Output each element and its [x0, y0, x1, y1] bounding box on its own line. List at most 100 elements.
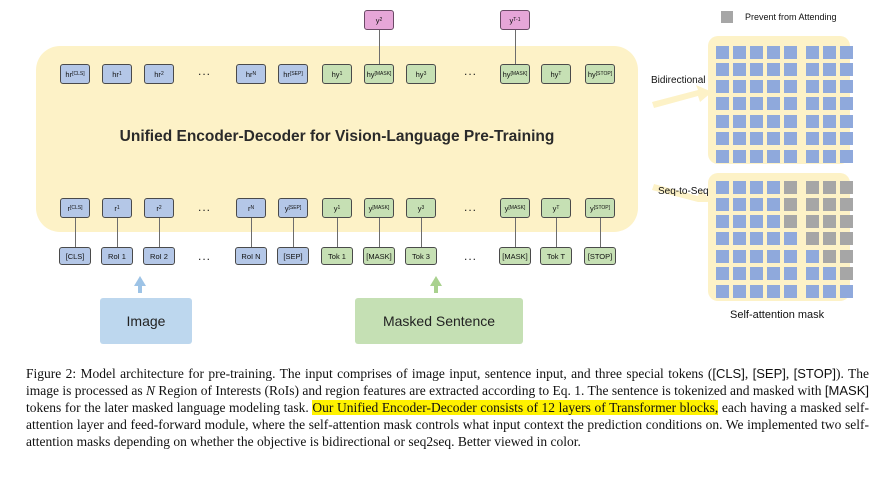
token-subscript: [MASK]: [508, 205, 526, 211]
seq2seq-mask-cell: [806, 285, 819, 298]
bidirectional-mask-cell: [784, 97, 797, 110]
bidirectional-mask-cell: [716, 150, 729, 163]
input-connector: [379, 218, 380, 247]
legend-gray-swatch: [721, 11, 733, 23]
input-connector: [159, 218, 160, 247]
token-subscript: 1: [118, 71, 122, 77]
seq2seq-mask-cell: [840, 181, 853, 194]
input-token: RoI 1: [101, 247, 133, 265]
legend-label: Prevent from Attending: [745, 12, 837, 22]
input-connector: [251, 218, 252, 247]
seq2seq-mask-cell: [716, 267, 729, 280]
token-main: y: [589, 203, 594, 213]
bidirectional-mask-cell: [750, 80, 763, 93]
token-main: r: [156, 203, 159, 213]
input-connector: [337, 218, 338, 247]
input-token: Tok 3: [405, 247, 437, 265]
output-connector: [379, 30, 380, 64]
input-connector: [117, 218, 118, 247]
token-subscript: [CLS]: [69, 205, 83, 211]
seq2seq-mask-cell: [767, 285, 780, 298]
bidirectional-mask-cell: [806, 150, 819, 163]
token-main: hr: [112, 69, 119, 79]
seq2seq-arrow-icon: [652, 184, 712, 202]
figure-caption: Figure 2: Model architecture for pre-tra…: [26, 365, 869, 450]
image-up-arrow-icon: [134, 276, 146, 286]
hidden-token: hy[STOP]: [585, 64, 615, 84]
bidirectional-mask-cell: [716, 97, 729, 110]
token-subscript: [SEP]: [289, 71, 303, 77]
mask-caption: Self-attention mask: [730, 309, 825, 321]
token-main: hy: [331, 69, 340, 79]
seq2seq-mask-cell: [840, 198, 853, 211]
caption-highlight: Our Unified Encoder-Decoder consists of …: [312, 400, 719, 415]
input-token: RoI N: [235, 247, 267, 265]
seq2seq-mask-cell: [840, 285, 853, 298]
seq2seq-mask-cell: [750, 285, 763, 298]
seq2seq-mask-cell: [767, 215, 780, 228]
caption-token-mask: [MASK]: [824, 383, 869, 398]
token-main: hy: [366, 69, 375, 79]
input-connector: [421, 218, 422, 247]
seq2seq-mask-cell: [840, 215, 853, 228]
ellipsis: ...: [464, 249, 478, 263]
token-subscript: T: [558, 71, 562, 77]
token-subscript: [MASK]: [374, 71, 392, 77]
token-main: hy: [415, 69, 424, 79]
caption-text: tokens for the later masked language mod…: [26, 400, 313, 415]
hidden-token: hy[MASK]: [364, 64, 394, 84]
seq2seq-mask-cell: [767, 198, 780, 211]
ellipsis: ...: [464, 200, 478, 214]
token-main: hr: [283, 69, 290, 79]
token-main: y: [333, 203, 338, 213]
caption-token-cls: [CLS]: [712, 366, 745, 381]
token-subscript: N: [252, 71, 257, 77]
seq2seq-mask-cell: [823, 267, 836, 280]
input-connector: [75, 218, 76, 247]
bidirectional-mask-cell: [750, 132, 763, 145]
embedding-token: y[MASK]: [500, 198, 530, 218]
seq2seq-mask-cell: [750, 232, 763, 245]
seq2seq-mask-cell: [823, 198, 836, 211]
token-main: y: [375, 15, 380, 25]
bidirectional-mask-cell: [716, 63, 729, 76]
token-main: r: [247, 203, 251, 213]
masked-sentence-input-box: Masked Sentence: [355, 298, 523, 344]
bidirectional-mask-cell: [806, 115, 819, 128]
seq2seq-mask-cell: [716, 215, 729, 228]
token-subscript: [MASK]: [372, 205, 390, 211]
bidirectional-mask-cell: [823, 46, 836, 59]
seq2seq-mask-cell: [767, 232, 780, 245]
bidirectional-mask-cell: [733, 115, 746, 128]
token-main: hy: [587, 69, 596, 79]
image-input-box: Image: [100, 298, 192, 344]
hidden-token: hy[MASK]: [500, 64, 530, 84]
bidirectional-mask-cell: [806, 80, 819, 93]
embedding-token: r[CLS]: [60, 198, 90, 218]
seq2seq-mask-cell: [806, 232, 819, 245]
seq2seq-mask-cell: [784, 250, 797, 263]
token-main: hy: [550, 69, 559, 79]
bidirectional-mask-cell: [767, 150, 780, 163]
ellipsis: ...: [198, 200, 212, 214]
seq2seq-mask-cell: [750, 198, 763, 211]
input-token: Tok T: [540, 247, 572, 265]
token-main: y: [284, 203, 289, 213]
bidirectional-mask-cell: [750, 97, 763, 110]
seq2seq-mask-cell: [716, 250, 729, 263]
seq2seq-mask-cell: [767, 267, 780, 280]
input-token: [MASK]: [363, 247, 395, 265]
bidirectional-mask-cell: [750, 46, 763, 59]
bidirectional-mask-cell: [733, 97, 746, 110]
image-arrow-shaft: [138, 285, 142, 293]
token-main: hr: [65, 69, 73, 79]
seq2seq-mask-cell: [767, 250, 780, 263]
